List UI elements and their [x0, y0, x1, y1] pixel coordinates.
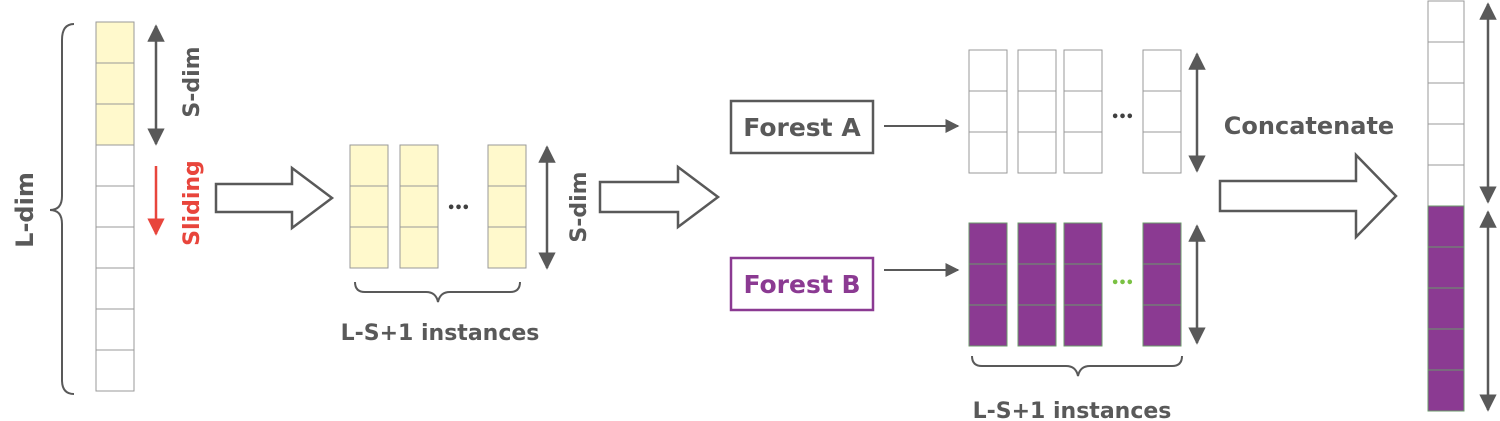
vector-cell — [1427, 0, 1465, 43]
output-cell — [1017, 90, 1057, 133]
vector-cell — [1427, 287, 1465, 330]
vector-cell — [1427, 164, 1465, 207]
instance-columns — [349, 144, 527, 269]
output-cell — [1142, 90, 1182, 133]
concatenate-label: Concatenate — [1224, 112, 1394, 140]
vector-cell — [1427, 246, 1465, 289]
output-cell — [1063, 222, 1103, 265]
output-cell — [1017, 49, 1057, 92]
vector-cell — [95, 267, 135, 310]
vector-cell — [1427, 123, 1465, 166]
instance-cell — [487, 185, 527, 228]
vector-cell — [95, 308, 135, 351]
output-cell — [1142, 304, 1182, 347]
instance-cell — [399, 226, 439, 269]
output-cell — [1017, 263, 1057, 306]
instance-cell — [349, 185, 389, 228]
ellipsis: ••• — [1111, 110, 1133, 125]
output-cell — [968, 49, 1008, 92]
output-cell — [968, 90, 1008, 133]
instances-brace — [971, 355, 1183, 377]
vector-cell — [1427, 328, 1465, 371]
output-cell — [1017, 304, 1057, 347]
block-arrow — [1218, 151, 1398, 241]
s-dim-label: S-dim — [567, 171, 592, 242]
output-cell — [968, 131, 1008, 174]
output-cell — [968, 304, 1008, 347]
output-cell — [1142, 222, 1182, 265]
forest-b-box — [729, 256, 875, 312]
forest-b-outputs — [968, 222, 1182, 347]
l-dim-label: L-dim — [11, 172, 39, 248]
instance-cell — [487, 144, 527, 187]
vector-cell — [95, 185, 135, 228]
instances-label: L-S+1 instances — [341, 321, 540, 346]
vector-cell — [95, 226, 135, 269]
instance-cell — [399, 185, 439, 228]
instance-cell — [349, 144, 389, 187]
output-cell — [968, 222, 1008, 265]
output-cell — [1142, 131, 1182, 174]
block-arrow — [598, 164, 721, 230]
input-vector — [95, 21, 135, 392]
vector-cell — [95, 349, 135, 392]
l-dim-brace — [49, 23, 75, 395]
block-arrow — [214, 165, 335, 231]
vector-cell — [1427, 369, 1465, 412]
sliding-label: Sliding — [180, 160, 205, 246]
window-cell — [95, 21, 135, 64]
vector-cell — [1427, 205, 1465, 248]
instances-label: L-S+1 instances — [973, 399, 1172, 421]
output-cell — [1017, 131, 1057, 174]
instance-cell — [349, 226, 389, 269]
output-cell — [1017, 222, 1057, 265]
instance-cell — [487, 226, 527, 269]
output-cell — [1063, 90, 1103, 133]
forest-a-outputs — [968, 49, 1182, 174]
output-cell — [1063, 49, 1103, 92]
forest-a-box — [729, 99, 875, 155]
instances-brace — [354, 281, 521, 303]
concatenated-vector — [1427, 0, 1465, 412]
ellipsis: ••• — [1111, 276, 1133, 291]
instance-cell — [399, 144, 439, 187]
s-dim-label: S-dim — [180, 46, 205, 117]
window-cell — [95, 103, 135, 146]
output-cell — [968, 263, 1008, 306]
vector-cell — [1427, 41, 1465, 84]
output-cell — [1063, 263, 1103, 306]
ellipsis: ••• — [447, 201, 469, 216]
forest-a-label: Forest A — [743, 113, 861, 142]
forest-b-label: Forest B — [743, 270, 860, 299]
window-cell — [95, 62, 135, 105]
output-cell — [1063, 304, 1103, 347]
output-cell — [1142, 49, 1182, 92]
vector-cell — [95, 144, 135, 187]
vector-cell — [1427, 82, 1465, 125]
output-cell — [1063, 131, 1103, 174]
output-cell — [1142, 263, 1182, 306]
